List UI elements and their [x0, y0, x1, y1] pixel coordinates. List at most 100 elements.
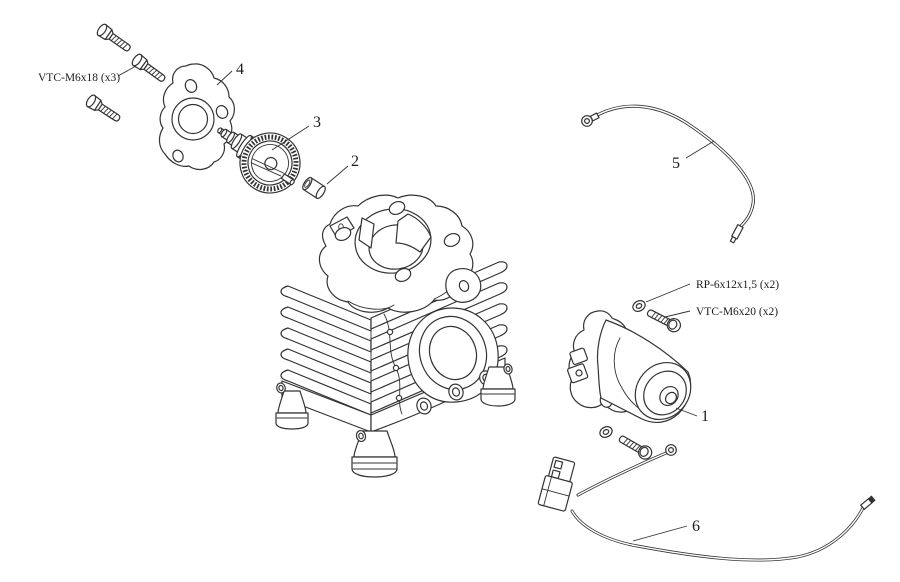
part-4-mounting-flange: 4 — [158, 61, 244, 171]
side-lug-hole — [458, 280, 470, 292]
linkage-joint — [395, 394, 403, 402]
shaft-step-cap — [230, 133, 243, 150]
terminal-tip — [867, 495, 876, 504]
cooling-fin — [280, 306, 372, 353]
top-deck — [318, 194, 474, 313]
flange-boss — [171, 97, 215, 141]
cooling-fin — [280, 369, 372, 416]
deck-bolt-hole — [443, 232, 461, 248]
part-6-wiring-harness: 6 — [537, 444, 876, 562]
linkage-joint — [386, 328, 394, 336]
bore-wall-wedge — [395, 213, 432, 253]
part-3-starter-clutch: 3 — [217, 114, 321, 194]
boss-hole — [451, 387, 461, 397]
leader-line — [632, 525, 688, 542]
linkage-joint — [392, 364, 400, 372]
foot-rings — [352, 462, 397, 470]
callout-5: 5 — [672, 155, 680, 172]
clutch-pin — [280, 173, 295, 186]
mounting-foot-right — [480, 363, 516, 407]
connector-pin — [553, 459, 564, 470]
cooling-fin — [280, 348, 372, 395]
harness-wire-long — [570, 506, 865, 562]
foot-base — [351, 456, 398, 478]
shaft-step-cap — [220, 128, 228, 138]
part-2-bushing: 2 — [302, 153, 359, 200]
connector-detail — [541, 476, 570, 507]
shaft-step-cap — [226, 131, 236, 144]
knurled-band — [241, 134, 299, 192]
ring-terminal-icon — [581, 115, 593, 127]
bushing-bore — [304, 179, 311, 188]
cooling-fin — [280, 285, 372, 332]
callout-3: 3 — [313, 114, 321, 131]
ring-terminal-icon — [665, 444, 677, 456]
motor-end-ring — [643, 370, 687, 416]
foot-boss-hole — [505, 365, 511, 373]
mounting-foot-left — [275, 382, 309, 430]
callout-2: 2 — [351, 153, 359, 170]
leader-line — [117, 65, 137, 77]
callout-1: 1 — [701, 408, 709, 425]
flange-hole — [215, 105, 229, 119]
harness-wire-short-highlight — [577, 452, 667, 496]
foot-boss-hole — [278, 384, 284, 392]
cable-highlight — [591, 105, 755, 228]
left-fin-stack — [280, 285, 372, 416]
leader-line — [271, 125, 310, 151]
flange-bolt-group: VTC-M6x18 (x3) — [38, 22, 169, 126]
part-5-cable: 5 — [581, 104, 755, 244]
cable-end-terminal — [729, 224, 744, 244]
clutch-hub — [264, 156, 278, 171]
leader-line — [664, 310, 691, 318]
leader-line — [645, 283, 691, 303]
motor-hardware-upper: RP-6x12x1,5 (x2) VTC-M6x20 (x2) — [630, 279, 779, 335]
harness-connector — [537, 456, 576, 512]
clutch-slot-lines — [250, 158, 285, 177]
callout-4: 4 — [236, 61, 244, 78]
leader-line — [326, 165, 349, 185]
flange-outline — [158, 63, 235, 171]
deck-bolt-hole — [394, 267, 412, 283]
foot-base — [480, 388, 516, 407]
connector-body — [537, 475, 573, 512]
shaft-tip-cap — [217, 127, 223, 134]
motor-nose-face — [664, 391, 678, 405]
deck-bolt-hole — [388, 200, 406, 216]
bolt-m6x18-icon — [83, 93, 124, 126]
flange-hole — [172, 149, 184, 163]
engine-block — [275, 194, 516, 478]
motor-terminal-block — [569, 347, 588, 366]
crank-bore-inner — [428, 325, 478, 381]
cooling-fin — [280, 327, 372, 374]
leader-line — [216, 70, 233, 86]
motor-body-seam — [613, 337, 642, 411]
leader-line — [685, 140, 715, 159]
bushing-end — [315, 185, 326, 200]
bolt-m6x18-icon — [129, 52, 169, 86]
hardware-label-flange-bolts: VTC-M6x18 (x3) — [38, 72, 120, 84]
deck-bolt-hole — [334, 226, 352, 242]
bolt-m6x18-icon — [94, 22, 134, 56]
boss-hole — [419, 401, 429, 411]
crank-bore-outer — [418, 315, 488, 391]
flange-bore — [177, 103, 209, 135]
leader-line — [675, 407, 698, 417]
bolt-m6x20-icon — [644, 305, 684, 335]
foot-base — [275, 412, 309, 430]
clutch-face-ring — [251, 144, 289, 182]
bolt-m6x20-icon — [616, 431, 655, 463]
washer-icon — [597, 423, 615, 441]
mounting-foot-front — [351, 429, 398, 478]
hardware-label-motor-bolts: VTC-M6x20 (x2) — [696, 306, 778, 318]
bore-wall-left — [358, 217, 375, 249]
flange-hole — [184, 79, 198, 93]
part-1-starter-motor: 1 — [567, 310, 709, 425]
foot-boss-hole — [358, 432, 364, 440]
callout-6: 6 — [692, 518, 700, 535]
washer-icon — [630, 297, 648, 315]
motor-terminal-stud — [575, 369, 583, 377]
motor-hardware-lower — [597, 423, 655, 463]
